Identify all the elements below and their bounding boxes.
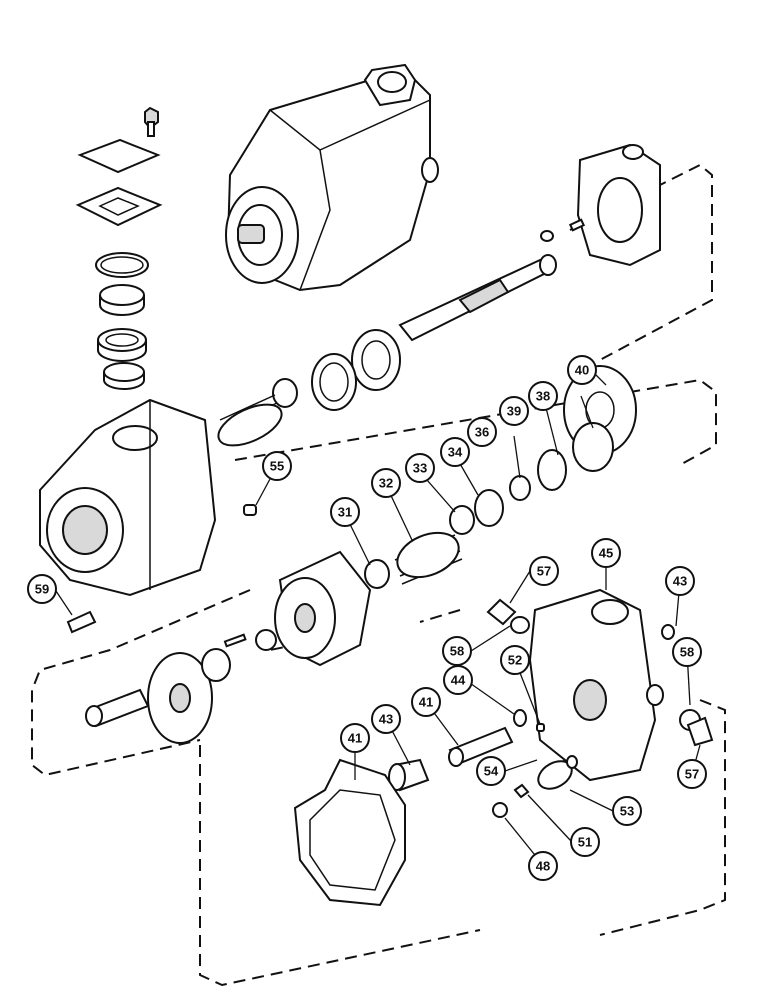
callout-57-lower: 57 — [677, 759, 707, 789]
callout-58-right: 58 — [672, 637, 702, 667]
callout-48: 44 — [443, 665, 473, 695]
callout-58-left: 58 — [442, 636, 472, 666]
svg-text:34: 34 — [448, 445, 463, 460]
callout-32: 32 — [371, 468, 401, 498]
callout-38: 38 — [528, 381, 558, 411]
svg-text:33: 33 — [413, 461, 427, 476]
plug-group — [486, 598, 714, 747]
svg-text:40: 40 — [575, 363, 589, 378]
callout-41: 41 — [340, 723, 370, 753]
svg-text:58: 58 — [450, 644, 464, 659]
svg-text:51: 51 — [578, 835, 592, 850]
svg-text:38: 38 — [536, 389, 550, 404]
svg-text:48: 48 — [536, 859, 550, 874]
svg-text:53: 53 — [620, 804, 634, 819]
callout-57-upper: 57 — [529, 556, 559, 586]
callout-43: 43 — [371, 704, 401, 734]
callout-52: 51 — [570, 827, 600, 857]
end-cover — [528, 588, 675, 782]
svg-text:55: 55 — [270, 459, 284, 474]
callout-59: 59 — [27, 574, 57, 604]
callout-53: 53 — [612, 796, 642, 826]
callout-34: 34 — [440, 437, 470, 467]
assembled-pump-illustration — [225, 63, 439, 292]
svg-text:36: 36 — [475, 425, 489, 440]
rotating-group-rings — [364, 365, 637, 589]
callout-33: 33 — [405, 453, 435, 483]
drive-shaft-group — [398, 143, 661, 342]
svg-text:54: 54 — [484, 764, 499, 779]
cover-stack — [75, 106, 163, 390]
port-plate-group — [66, 610, 231, 744]
callout-40: 40 — [567, 355, 597, 385]
callout-31: 31 — [330, 497, 360, 527]
svg-text:58: 58 — [680, 645, 694, 660]
svg-text:57: 57 — [537, 564, 551, 579]
callout-55: 55 — [262, 451, 292, 481]
callout-50: 45 — [591, 538, 621, 568]
callout-36: 36 — [467, 417, 497, 447]
svg-text:32: 32 — [379, 476, 393, 491]
pin — [243, 504, 257, 516]
svg-text:43: 43 — [673, 574, 687, 589]
svg-text:57: 57 — [685, 767, 699, 782]
callout-51: 48 — [528, 851, 558, 881]
svg-text:52: 52 — [508, 653, 522, 668]
svg-text:31: 31 — [338, 505, 352, 520]
cylinder-block — [223, 550, 372, 667]
callout-45: 43 — [665, 566, 695, 596]
spring-group — [492, 755, 578, 818]
svg-text:43: 43 — [379, 712, 393, 727]
gasket — [293, 758, 406, 907]
svg-text:44: 44 — [451, 673, 466, 688]
middle-housing — [39, 398, 217, 597]
callout-54: 54 — [476, 756, 506, 786]
svg-text:39: 39 — [507, 404, 521, 419]
svg-text:41: 41 — [348, 731, 362, 746]
svg-text:41: 41 — [419, 695, 433, 710]
callouts: 40 38 39 36 34 33 32 31 55 59 57 45 43 5… — [27, 355, 707, 881]
callout-44: 41 — [411, 687, 441, 717]
bearing-row — [217, 329, 401, 447]
callout-39: 39 — [499, 396, 529, 426]
callout-56: 52 — [500, 645, 530, 675]
svg-text:59: 59 — [35, 582, 49, 597]
spool-group — [388, 726, 514, 792]
svg-text:45: 45 — [599, 546, 613, 561]
